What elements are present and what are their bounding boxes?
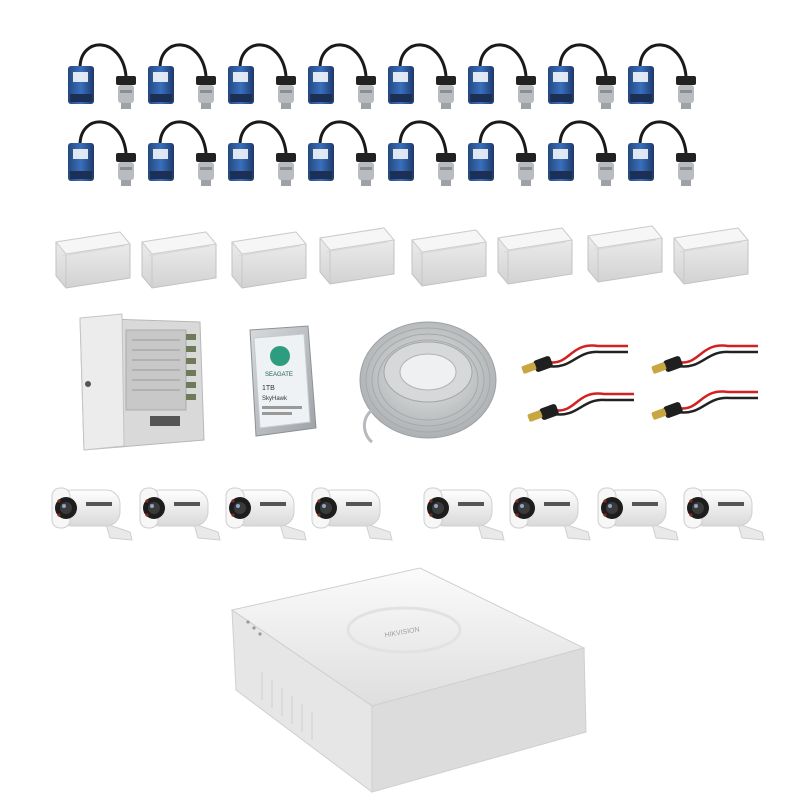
video-balun-icon — [306, 120, 378, 188]
video-balun-icon — [306, 43, 378, 111]
bullet-camera-icon — [509, 487, 591, 541]
cable-roll-icon — [359, 321, 497, 444]
video-balun-icon — [226, 120, 298, 188]
hard-drive-icon: SEAGATE 1TB SkyHawk — [249, 325, 317, 437]
video-balun-icon — [626, 43, 698, 111]
video-balun-icon — [146, 120, 218, 188]
video-balun-icon — [386, 43, 458, 111]
video-balun-row-1 — [66, 43, 698, 111]
hdd-model-label: SkyHawk — [262, 396, 288, 402]
junction-box-icon — [141, 231, 217, 289]
hdd-capacity-label: 1TB — [262, 385, 275, 392]
video-balun-icon — [466, 120, 538, 188]
bullet-camera-icon — [423, 487, 505, 541]
video-balun-icon — [66, 120, 138, 188]
bullet-camera-icon — [597, 487, 679, 541]
bullet-camera-icon — [51, 487, 133, 541]
video-balun-icon — [546, 43, 618, 111]
video-balun-icon — [626, 120, 698, 188]
junction-box-icon — [55, 231, 131, 289]
dc-connector-group — [519, 344, 760, 424]
video-balun-icon — [226, 43, 298, 111]
dc-connector-icon — [519, 344, 630, 376]
bullet-camera-icon — [225, 487, 307, 541]
video-balun-icon — [546, 120, 618, 188]
dc-connector-icon — [525, 392, 636, 424]
junction-box-icon — [587, 225, 663, 283]
video-balun-icon — [146, 43, 218, 111]
hdd-brand-label: SEAGATE — [265, 372, 293, 378]
dvr-icon: HIKVISION — [230, 567, 587, 793]
bullet-camera-row — [51, 487, 765, 541]
dc-connector-icon — [649, 344, 760, 376]
bullet-camera-icon — [311, 487, 393, 541]
power-supply-icon — [79, 313, 205, 451]
junction-box-icon — [411, 229, 487, 287]
video-balun-icon — [386, 120, 458, 188]
junction-box-icon — [497, 227, 573, 285]
junction-box-icon — [319, 227, 395, 285]
junction-box-icon — [673, 227, 749, 285]
video-balun-row-2 — [66, 120, 698, 188]
dc-connector-icon — [649, 390, 760, 422]
junction-box-icon — [231, 231, 307, 289]
bullet-camera-icon — [139, 487, 221, 541]
bullet-camera-icon — [683, 487, 765, 541]
video-balun-icon — [466, 43, 538, 111]
video-balun-icon — [66, 43, 138, 111]
junction-box-row — [55, 225, 749, 289]
